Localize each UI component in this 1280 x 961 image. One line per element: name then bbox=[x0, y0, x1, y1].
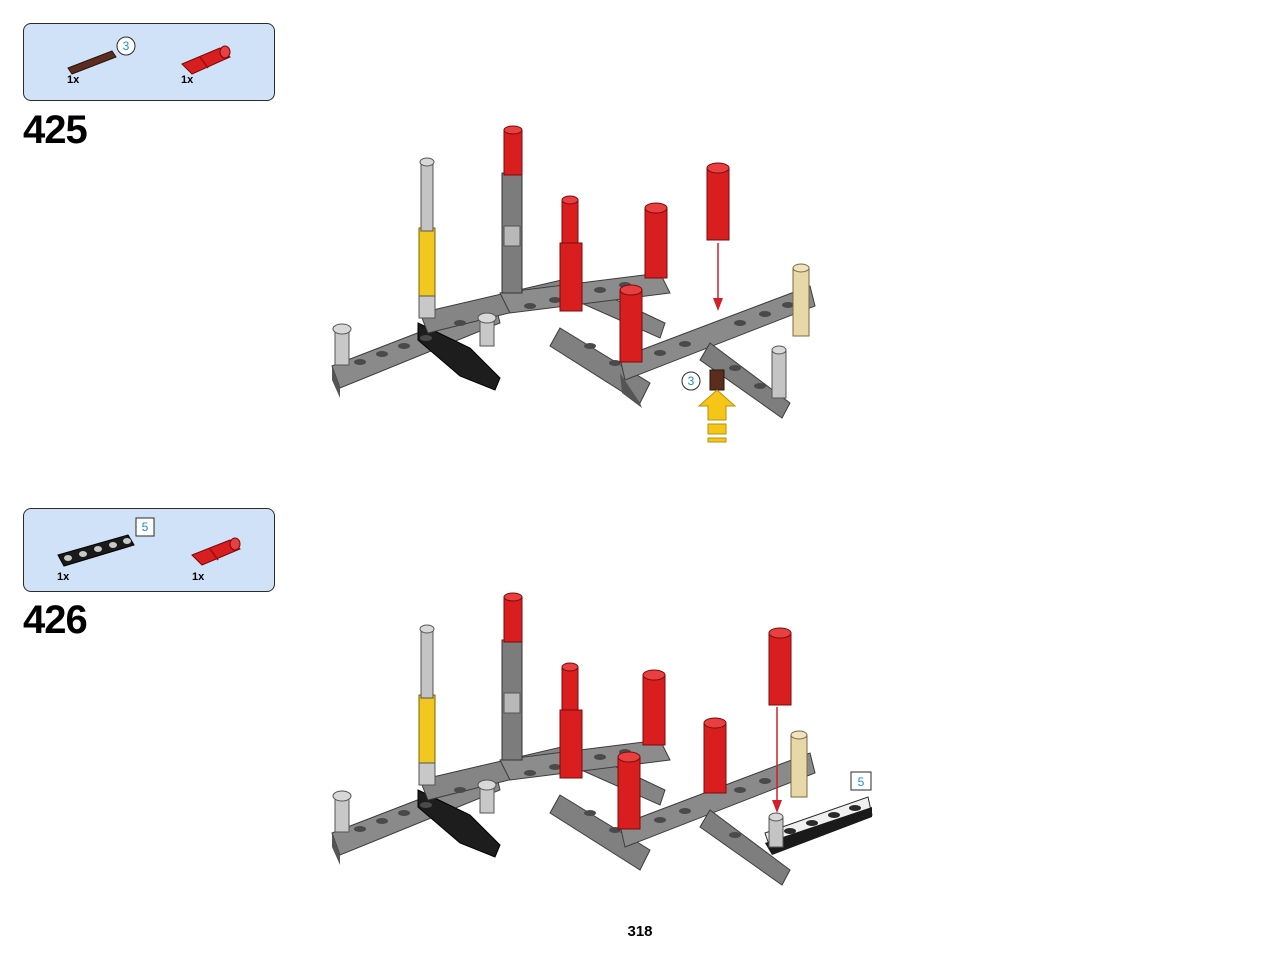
parts-box-step-426: 5 1x 1x bbox=[23, 508, 275, 592]
length-callout-label: 3 bbox=[123, 39, 130, 53]
gray-pin bbox=[477, 312, 497, 347]
brown-axle-icon bbox=[67, 50, 117, 75]
length-callout-icon: 3 bbox=[116, 36, 136, 56]
parts-list-graphics: 5 bbox=[57, 517, 241, 567]
part-qty: 1x bbox=[181, 74, 194, 86]
black-liftarm bbox=[417, 322, 501, 391]
red-axle-pin-incoming bbox=[706, 162, 730, 241]
gray-axle-connector bbox=[501, 172, 523, 294]
red-axle-pin bbox=[559, 662, 583, 779]
step-number: 426 bbox=[23, 598, 88, 642]
gray-pin bbox=[332, 323, 352, 366]
parts-list-graphics: 3 bbox=[67, 36, 231, 75]
gray-axle bbox=[771, 345, 787, 399]
gray-pin bbox=[332, 790, 352, 833]
step-425-assembly-illustration: 3 bbox=[331, 125, 816, 443]
gray-frame bbox=[419, 272, 816, 419]
part-qty: 1x bbox=[67, 74, 80, 86]
length-callout-label: 3 bbox=[688, 374, 695, 388]
tan-pin bbox=[792, 263, 810, 337]
red-insertion-arrow bbox=[772, 707, 782, 813]
part-qty: 1x bbox=[192, 571, 205, 583]
yellow-axle bbox=[418, 624, 436, 786]
length-callout-label: 5 bbox=[858, 775, 865, 789]
brown-axle-incoming bbox=[709, 369, 725, 391]
gray-axle-connector bbox=[501, 639, 523, 761]
length-callout-icon: 5 bbox=[850, 771, 872, 791]
length-callout-icon: 3 bbox=[681, 371, 701, 391]
red-axle-pin bbox=[559, 195, 583, 312]
length-callout-label: 5 bbox=[142, 520, 149, 534]
red-axle-pin bbox=[617, 751, 641, 830]
page-number: 318 bbox=[627, 923, 653, 940]
red-insertion-arrow bbox=[713, 243, 723, 311]
gray-pin bbox=[477, 779, 497, 814]
red-axle-pin bbox=[703, 717, 727, 794]
black-beam-icon bbox=[57, 534, 135, 567]
parts-box-step-425: 3 1x 1x bbox=[23, 23, 275, 101]
red-axle-pin bbox=[619, 284, 643, 363]
yellow-axle bbox=[418, 157, 436, 319]
red-axle-pin bbox=[503, 592, 523, 643]
black-liftarm bbox=[417, 789, 501, 858]
length-callout-icon: 5 bbox=[135, 517, 155, 537]
red-axle-pin-icon bbox=[191, 537, 241, 566]
red-axle-pin bbox=[503, 125, 523, 176]
black-liftarm-new bbox=[764, 796, 873, 855]
gray-axle bbox=[768, 812, 784, 848]
red-axle-pin bbox=[642, 669, 666, 746]
yellow-push-arrow bbox=[697, 389, 737, 443]
step-number: 425 bbox=[23, 108, 88, 152]
red-axle-pin bbox=[644, 202, 668, 279]
step-426-assembly-illustration: 5 bbox=[331, 592, 873, 886]
red-axle-pin-incoming bbox=[768, 627, 792, 706]
part-qty: 1x bbox=[57, 571, 70, 583]
red-axle-pin-icon bbox=[181, 45, 231, 75]
tan-pin bbox=[790, 730, 808, 798]
